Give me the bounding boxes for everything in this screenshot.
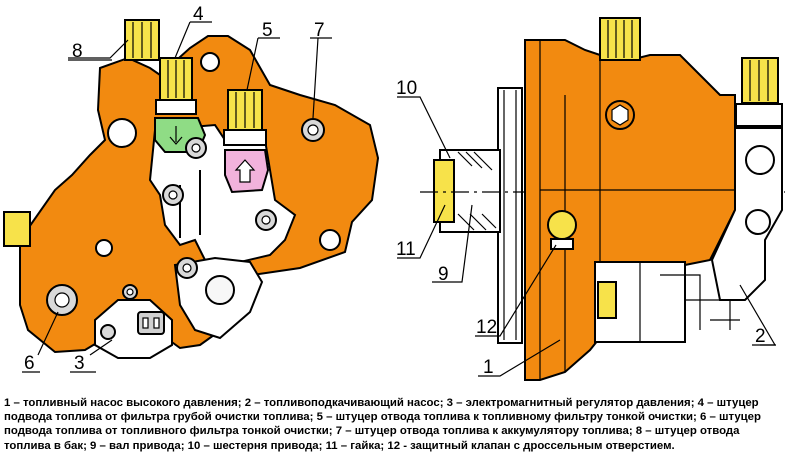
callout-1: 1 — [483, 357, 494, 378]
callout-10: 10 — [396, 78, 417, 99]
feed-pump-lines — [639, 262, 740, 342]
top-fitting-grooves — [607, 20, 633, 58]
bolt-7 — [301, 118, 325, 142]
pump-front-view — [3, 19, 380, 373]
right-fitting — [741, 57, 779, 104]
fitting-5-grooves — [235, 92, 255, 128]
fitting-8-grooves — [132, 22, 152, 58]
pink-valve-arrow — [234, 159, 256, 183]
regulator-screw — [100, 324, 116, 340]
regulator-pin-a — [142, 317, 149, 329]
callout-7: 7 — [314, 20, 325, 41]
shaft-hatching — [457, 151, 497, 231]
fitting-4-collar — [155, 99, 197, 115]
mounting-hole-right — [319, 229, 341, 251]
bolt-center — [185, 137, 207, 159]
callout-2: 2 — [755, 326, 766, 347]
green-valve-arrow — [169, 126, 183, 145]
fitting-5-collar — [223, 129, 267, 146]
drive-gear — [497, 87, 523, 344]
right-fitting-grooves — [749, 60, 769, 101]
callout-8: 8 — [72, 41, 83, 62]
bolt-mid — [162, 184, 184, 206]
callout-5: 5 — [262, 20, 273, 41]
callout-6: 6 — [24, 353, 35, 374]
mounting-hole-left — [107, 118, 137, 148]
right-side-port-lower — [745, 209, 771, 235]
bolt-right — [255, 209, 277, 231]
mounting-hole-bottom — [95, 239, 113, 257]
callout-4: 4 — [193, 4, 204, 25]
callout-12: 12 — [476, 317, 497, 338]
small-bolt-3 — [122, 284, 138, 300]
gear-teeth — [503, 90, 517, 340]
leader-lines-side — [397, 96, 777, 377]
fitting-4-grooves — [167, 60, 185, 98]
figure-caption: 1 – топливный насос высокого давления; 2… — [4, 397, 761, 452]
fitting-6 — [46, 284, 78, 316]
gear-nut — [433, 159, 455, 223]
top-fitting — [599, 17, 641, 61]
callout-3: 3 — [74, 353, 85, 374]
right-side-port — [745, 145, 775, 175]
protection-valve — [547, 210, 577, 250]
callout-9: 9 — [438, 264, 449, 285]
feed-pump-fitting — [597, 281, 617, 319]
right-fitting-collar — [735, 103, 783, 127]
bolt-lower — [176, 257, 198, 279]
mounting-hole-top — [200, 52, 220, 72]
side-fitting — [3, 211, 31, 247]
pump-side-view — [397, 17, 785, 381]
drive-cam — [205, 275, 235, 305]
regulator-connector — [137, 311, 165, 335]
pump-diagram: 8 4 5 7 6 3 10 11 9 12 1 2 — [3, 4, 785, 381]
callout-11: 11 — [396, 239, 416, 260]
leader-lines-front — [37, 21, 319, 356]
regulator-pin-b — [153, 317, 160, 329]
body-hex-bolt-hex — [611, 104, 629, 126]
